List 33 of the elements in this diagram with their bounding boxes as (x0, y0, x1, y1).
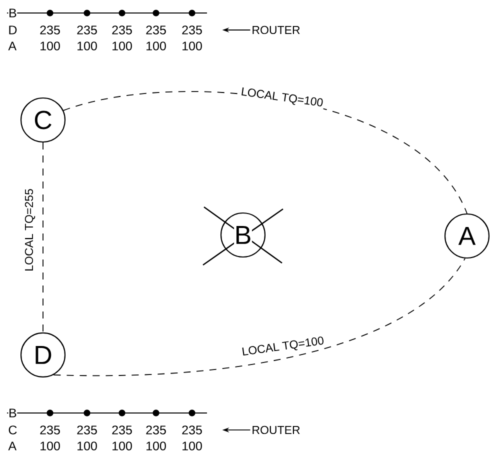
value: 235 (40, 426, 60, 434)
value: 100 (182, 442, 202, 450)
value: 235 (182, 426, 202, 434)
value: 100 (40, 442, 60, 450)
value: 100 (146, 42, 166, 50)
edge-label: LOCAL TQ=255 (24, 188, 36, 272)
value: 100 (40, 42, 60, 50)
row-label: A (8, 42, 17, 50)
value: 235 (112, 426, 132, 434)
value: 100 (78, 442, 97, 450)
value: 235 (77, 26, 97, 34)
value: 100 (78, 42, 97, 50)
value: 235 (40, 26, 60, 34)
value: 100 (182, 42, 202, 50)
value: 235 (146, 26, 166, 34)
value: 100 (112, 442, 132, 450)
router-label: ROUTER (251, 426, 301, 434)
value: 235 (182, 26, 202, 34)
row-label: D (9, 26, 17, 34)
value: 100 (146, 442, 166, 450)
edge-label: LOCAL TQ=100 (240, 335, 326, 359)
edge-label: LOCAL TQ=100 (239, 86, 325, 110)
value: 100 (112, 42, 132, 50)
value: 235 (77, 426, 97, 434)
value: 235 (146, 426, 166, 434)
dashed-link (53, 258, 466, 376)
value: 235 (112, 26, 132, 34)
struck-label: B (6, 8, 20, 18)
row-label: A (8, 442, 17, 450)
struck-label: B (6, 408, 20, 418)
router-label: ROUTER (251, 26, 301, 34)
dashed-link (42, 142, 44, 333)
row-label: C (8, 426, 17, 434)
